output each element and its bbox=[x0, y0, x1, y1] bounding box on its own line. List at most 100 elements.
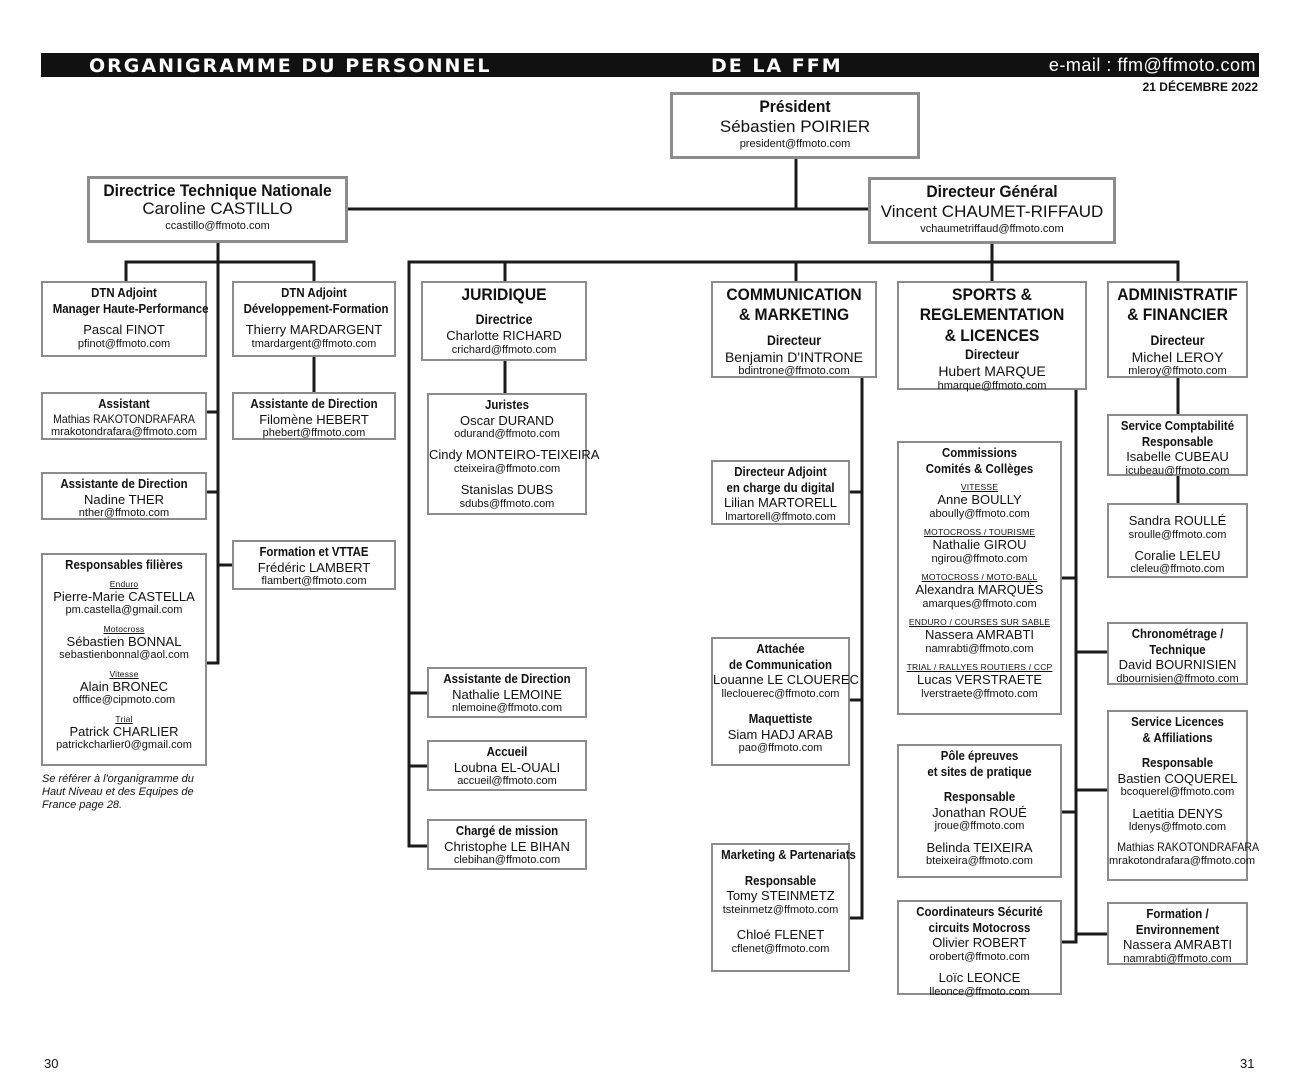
commission-label: MOTOCROSS / TOURISME bbox=[923, 527, 1036, 538]
box-role: Responsable bbox=[943, 789, 1016, 805]
box-role: Directeur bbox=[1150, 331, 1205, 348]
box-title: JURIDIQUE bbox=[461, 285, 547, 304]
box-role: Responsable bbox=[1141, 755, 1214, 771]
formation-env-box: Formation / Environnement Nassera AMRABT… bbox=[1107, 902, 1248, 965]
dir-adjoint-digital-box: Directeur Adjoint en charge du digital L… bbox=[711, 460, 850, 525]
compta-staff-box: Sandra ROULLÉ sroulle@ffmoto.com Coralie… bbox=[1107, 503, 1248, 578]
person-name: Pierre-Marie CASTELLA bbox=[53, 588, 195, 604]
box-title: ADMINISTRATIF bbox=[1117, 285, 1238, 304]
box-title: Directeur Adjoint bbox=[734, 464, 827, 479]
person-email: amarques@ffmoto.com bbox=[922, 597, 1037, 610]
person-name: Thierry MARDARGENT bbox=[245, 322, 383, 338]
person-name: Frédéric LAMBERT bbox=[257, 559, 371, 575]
person-name: Mathias RAKOTONDRAFARA bbox=[1117, 840, 1260, 855]
person-name: Nassera AMRABTI bbox=[1122, 937, 1233, 953]
person-email: sebastienbonnal@aol.com bbox=[59, 649, 189, 662]
header-date: 21 DÉCEMBRE 2022 bbox=[1142, 80, 1258, 94]
person-name: Nathalie GIROU bbox=[932, 537, 1027, 553]
box-title: Juristes bbox=[485, 397, 529, 412]
person-email: lverstraete@ffmoto.com bbox=[921, 687, 1038, 700]
person-name: Pascal FINOT bbox=[83, 322, 165, 338]
chrono-box: Chronométrage / Technique David BOURNISI… bbox=[1107, 622, 1248, 685]
person-email: lleonce@ffmoto.com bbox=[929, 985, 1030, 998]
box-title: Chargé de mission bbox=[455, 823, 559, 838]
box-title: Responsables filières bbox=[65, 557, 183, 572]
person-email: pfinot@ffmoto.com bbox=[77, 337, 171, 350]
person-name: Cindy MONTEIRO-TEIXEIRA bbox=[429, 447, 600, 463]
filiere-label: Enduro bbox=[109, 578, 139, 589]
charge-mission-box: Chargé de mission Christophe LE BIHAN cl… bbox=[427, 819, 587, 870]
president-box: Président Sébastien POIRIER president@ff… bbox=[670, 92, 920, 159]
box-title: DTN Adjoint bbox=[91, 285, 157, 300]
person-name: Christophe LE BIHAN bbox=[444, 838, 570, 854]
box-title-line2: & Affiliations bbox=[1142, 729, 1213, 745]
box-role: Directeur bbox=[766, 331, 822, 348]
person-email: dbournisien@ffmoto.com bbox=[1116, 672, 1239, 685]
commission-label: VITESSE bbox=[960, 482, 999, 493]
accueil-box: Accueil Loubna EL-OUALI accueil@ffmoto.c… bbox=[427, 740, 587, 791]
person-name: Filomène HEBERT bbox=[259, 411, 369, 427]
dtn-box: Directrice Technique Nationale Caroline … bbox=[87, 176, 348, 243]
person-email: phebert@ffmoto.com bbox=[262, 427, 366, 440]
person-name: Siam HADJ ARAB bbox=[727, 726, 834, 742]
page-number-right: 31 bbox=[1240, 1056, 1255, 1071]
licences-box: Service Licences & Affiliations Responsa… bbox=[1107, 710, 1260, 881]
person-name: Alexandra MARQUÈS bbox=[915, 582, 1044, 598]
person-name: David BOURNISIEN bbox=[1118, 657, 1237, 673]
person-email: mleroy@ffmoto.com bbox=[1128, 365, 1227, 378]
person-email: tmardargent@ffmoto.com bbox=[251, 337, 377, 350]
box-title-line2: de Communication bbox=[729, 656, 832, 672]
person-name: Lucas VERSTRAETE bbox=[917, 672, 1042, 688]
person-email: mrakotondrafara@ffmoto.com bbox=[1109, 854, 1256, 867]
person-email: nlemoine@ffmoto.com bbox=[451, 702, 562, 715]
box-role: Directrice bbox=[475, 311, 533, 328]
person-name: Nassera AMRABTI bbox=[924, 627, 1035, 643]
person-name: Isabelle CUBEAU bbox=[1126, 449, 1229, 465]
box-title: Attachée bbox=[756, 641, 805, 656]
commissions-box: Commissions Comités & Collèges VITESSE A… bbox=[897, 441, 1062, 715]
box-title: Service Licences bbox=[1131, 714, 1224, 729]
box-title: Président bbox=[759, 97, 831, 116]
box-subtitle: Manager Haute-Performance bbox=[52, 300, 209, 316]
filiere-label: Trial bbox=[115, 713, 133, 724]
person-name: Chloé FLENET bbox=[736, 926, 825, 942]
header-email: e-mail : ffm@ffmoto.com bbox=[1048, 55, 1256, 75]
person-email: mrakotondrafara@ffmoto.com bbox=[50, 425, 198, 438]
person-name: Benjamin D'INTRONE bbox=[724, 348, 864, 365]
box-title-line2: Responsable bbox=[1141, 433, 1214, 449]
box-title-line2: & FINANCIER bbox=[1127, 305, 1228, 325]
box-title-line2: circuits Motocross bbox=[928, 919, 1031, 935]
commission-label: TRIAL / RALLYES ROUTIERS / CCP bbox=[906, 662, 1053, 673]
box-title: Accueil bbox=[486, 744, 528, 759]
person-name: Caroline CASTILLO bbox=[142, 199, 293, 219]
box-title: Formation et VTTAE bbox=[259, 544, 369, 559]
person-email: pm.castella@gmail.com bbox=[65, 604, 183, 617]
sports-box: SPORTS & REGLEMENTATION & LICENCES Direc… bbox=[897, 281, 1087, 392]
box-title-line2: en charge du digital bbox=[726, 479, 835, 495]
marketing-box: Marketing & Partenariats Responsable Tom… bbox=[711, 843, 856, 972]
filieres-box: Responsables filières Enduro Pierre-Mari… bbox=[41, 553, 207, 766]
juridique-box: JURIDIQUE Directrice Charlotte RICHARD c… bbox=[421, 281, 587, 361]
person-name: Sébastien POIRIER bbox=[719, 117, 871, 137]
header-band: ORGANIGRAMME DU PERSONNEL DE LA FFM e-ma… bbox=[41, 53, 1259, 77]
person-name: Olivier ROBERT bbox=[932, 935, 1027, 951]
box-role: Directeur bbox=[964, 346, 1020, 363]
person-name: Mathias RAKOTONDRAFARA bbox=[53, 411, 195, 426]
administratif-box: ADMINISTRATIF & FINANCIER Directeur Mich… bbox=[1107, 281, 1248, 378]
header-title: ORGANIGRAMME DU PERSONNEL bbox=[89, 55, 492, 77]
person-email: president@ffmoto.com bbox=[739, 137, 851, 150]
asst-dir-juridique-box: Assistante de Direction Nathalie LEMOINE… bbox=[427, 667, 587, 718]
comptabilite-box: Service Comptabilité Responsable Isabell… bbox=[1107, 414, 1248, 477]
person-name: Louanne LE CLOUEREC bbox=[713, 672, 859, 688]
person-email: icubeau@ffmoto.com bbox=[1125, 464, 1230, 477]
person-email: vchaumetriffaud@ffmoto.com bbox=[920, 222, 1064, 235]
formation-vttae-box: Formation et VTTAE Frédéric LAMBERT flam… bbox=[232, 540, 396, 590]
person-name: Belinda TEIXEIRA bbox=[926, 839, 1033, 855]
commission-label: MOTOCROSS / MOTO-BALL bbox=[921, 572, 1038, 583]
person-name: Sébastien BONNAL bbox=[66, 633, 182, 649]
person-email: namrabti@ffmoto.com bbox=[925, 642, 1034, 655]
footnote: Se référer à l'organigramme du Haut Nive… bbox=[42, 773, 194, 811]
person-email: sdubs@ffmoto.com bbox=[459, 497, 555, 510]
communication-box: COMMUNICATION & MARKETING Directeur Benj… bbox=[711, 281, 877, 378]
